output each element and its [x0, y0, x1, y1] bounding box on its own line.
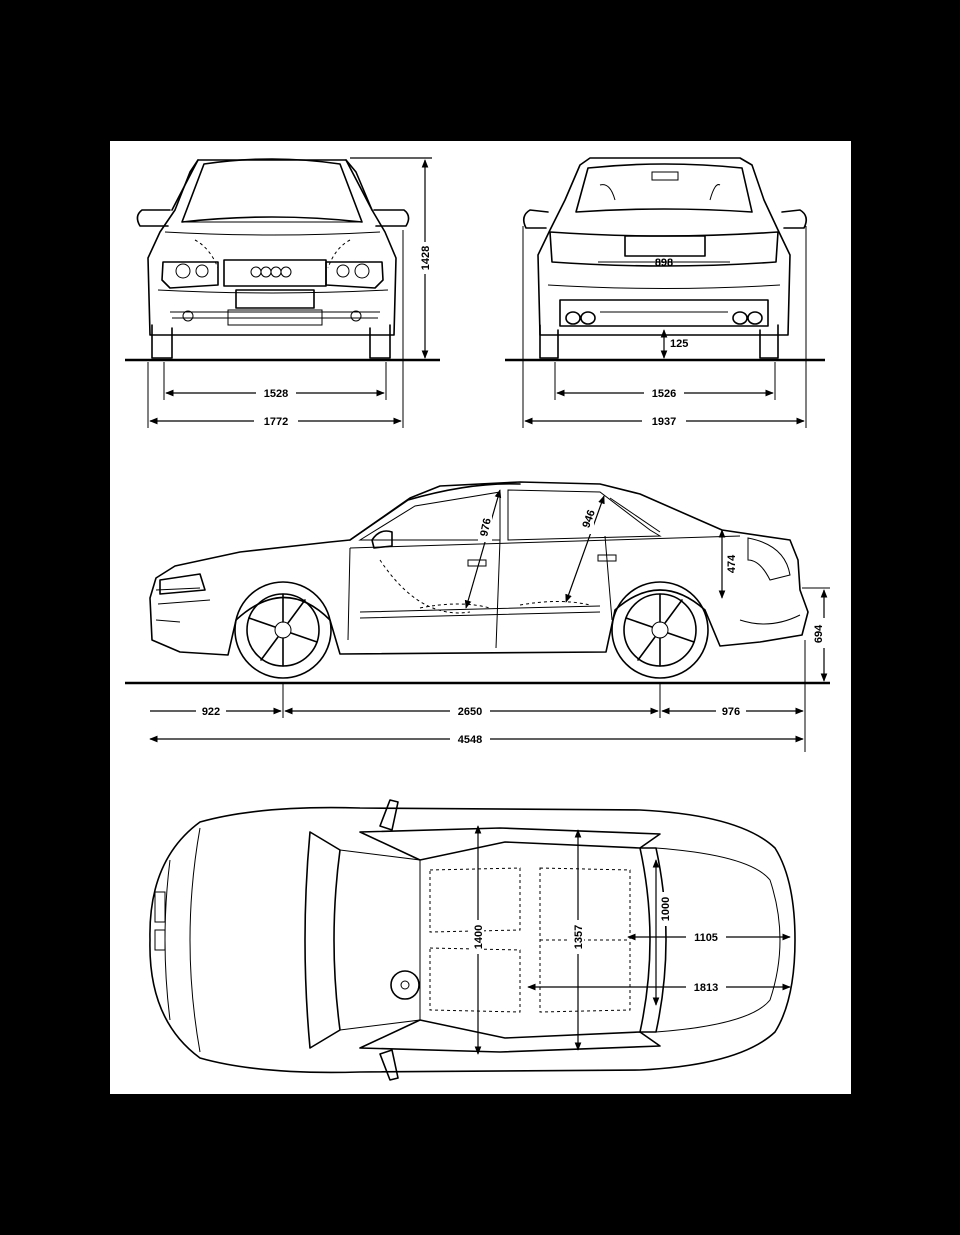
side-view: 976 946 474 694 922 2650 976 4548	[125, 481, 830, 752]
front-view: 1428 1528 1772	[125, 157, 440, 428]
overall-length-label: 4548	[458, 734, 482, 746]
ground-clearance-label: 125	[670, 338, 688, 350]
wheelbase-label: 2650	[458, 706, 482, 718]
rear-height-label: 694	[813, 624, 825, 643]
rear-track-label: 1526	[652, 388, 676, 400]
rear-cabin-length-label: 1813	[694, 982, 718, 994]
rear-headroom-label: 946	[580, 508, 598, 529]
front-headroom-label: 976	[478, 517, 494, 537]
trunk-width-label: 1000	[660, 897, 672, 921]
blueprint-sheet: 1428 1528 1772 898	[110, 141, 851, 1094]
rear-interior-width-label: 1357	[573, 925, 585, 949]
front-overhang-label: 922	[202, 706, 220, 718]
front-width-label: 1772	[264, 416, 288, 428]
rear-view: 898 125 1526 1937	[505, 157, 825, 428]
front-interior-width-label: 1400	[473, 925, 485, 949]
rear-wheel	[611, 581, 709, 679]
front-height-label: 1428	[420, 246, 432, 270]
rear-badge-text: 898	[655, 257, 673, 269]
trunk-length-label: 1105	[694, 932, 718, 944]
top-view: 1400 1357 1000 1105 1813	[149, 799, 796, 1081]
rear-width-label: 1937	[652, 416, 676, 428]
trunk-height-label: 474	[726, 554, 738, 573]
front-track-label: 1528	[264, 388, 288, 400]
front-wheel	[234, 581, 332, 679]
rear-overhang-label: 976	[722, 706, 740, 718]
